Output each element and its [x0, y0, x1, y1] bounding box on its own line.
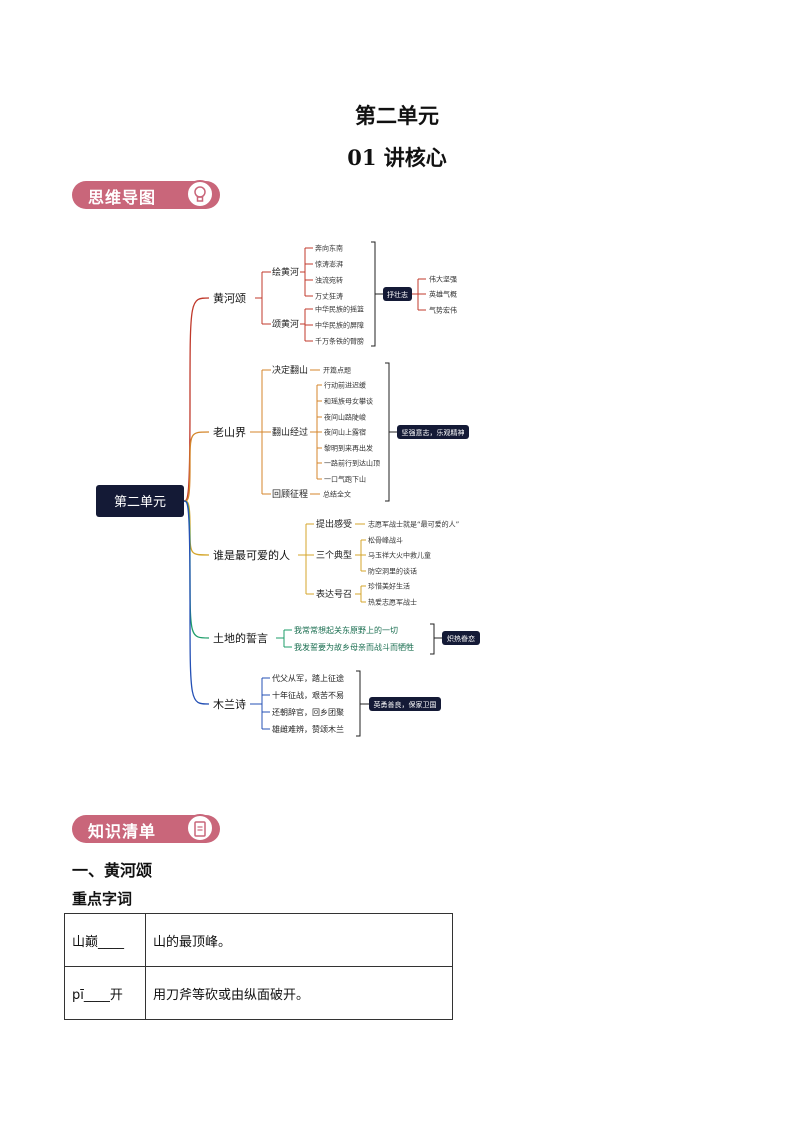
- leaf-label: 松骨峰战斗: [368, 536, 403, 545]
- root-node-box: [96, 485, 184, 517]
- theme-pill-box: [397, 425, 469, 439]
- theme-pill: 英勇善良，保家卫国: [374, 700, 437, 709]
- vocab-meaning: 山的最顶峰。: [145, 913, 453, 967]
- connector-line: [412, 279, 419, 310]
- connector-line: [300, 309, 306, 341]
- leaf-label: 十年征战，艰苦不易: [272, 690, 344, 700]
- sub-label: 颂黄河: [272, 318, 299, 330]
- sub-label: 提出感受: [316, 518, 352, 530]
- connector-line: [276, 630, 285, 647]
- leaf-label: 一口气跑下山: [324, 475, 366, 484]
- leaf-label: 还朝辞官，回乡团聚: [272, 707, 344, 717]
- connector-line: [300, 248, 306, 296]
- connector-line: [310, 385, 318, 479]
- root-node: 第二单元: [114, 495, 166, 510]
- theme-pill: 抒壮志: [387, 290, 408, 299]
- leaf-label: 浊流宛转: [315, 276, 343, 285]
- branch-label: 谁是最可爱的人: [213, 548, 290, 562]
- theme-pill: 炽热眷恋: [447, 634, 475, 643]
- leaf-label: 黎明到来再出发: [324, 444, 373, 453]
- branch-connector: [183, 431, 210, 502]
- sub-label: 表达号召: [316, 588, 352, 600]
- bracket: [371, 241, 376, 347]
- leaf-label: 防空洞里的谈话: [368, 567, 417, 576]
- leaf-label: 千万条铁的臂膀: [315, 337, 364, 346]
- leaf-label: 代父从军，踏上征途: [272, 673, 344, 683]
- branch-label: 黄河颂: [213, 291, 246, 305]
- leaf-label: 马玉祥大火中救儿童: [368, 551, 431, 560]
- leaf-label: 伟大坚强: [429, 275, 457, 284]
- connector-line: [355, 586, 362, 602]
- subsection-heading: 重点字词: [72, 890, 133, 908]
- connector-line: [250, 678, 263, 729]
- page-title: 第二单元: [355, 103, 439, 128]
- vocab-meaning: 用刀斧等砍或由纵面破开。: [145, 966, 453, 1020]
- branch-label: 老山界: [213, 426, 246, 439]
- vocab-word: pī____开: [64, 966, 146, 1020]
- leaf-label: 一路前行到达山顶: [324, 459, 380, 468]
- leaf-label: 和瑶族母女攀谈: [324, 397, 373, 406]
- leaf-label: 气势宏伟: [429, 306, 457, 315]
- vocab-table: 山巅____ 山的最顶峰。 pī____开 用刀斧等砍或由纵面破开。: [64, 913, 453, 1020]
- leaf-label: 奔向东南: [315, 244, 343, 253]
- leaf-label: 我发誓要为故乡母亲而战斗而牺牲: [294, 642, 414, 652]
- theme-pill-box: [442, 631, 480, 645]
- mindmap-banner: 思维导图: [72, 180, 220, 209]
- branch-connector: [183, 500, 210, 639]
- leaf-label: 夜间山上露宿: [324, 428, 366, 437]
- sub-label: 翻山经过: [272, 426, 308, 438]
- leaf-label: 雄雌难辨，赞颂木兰: [272, 724, 344, 734]
- sub-label: 回顾征程: [272, 489, 308, 500]
- table-row: pī____开 用刀斧等砍或由纵面破开。: [64, 966, 453, 1020]
- knowledge-banner-label: 知识清单: [88, 822, 157, 841]
- branch-connector: [183, 500, 210, 705]
- leaf-label: 万丈狂涛: [315, 292, 343, 301]
- leaf-label: 夜间山路陡峻: [324, 413, 366, 422]
- leaf-label: 我常常想起关东原野上的一切: [294, 625, 398, 635]
- lightbulb-icon: [186, 180, 214, 208]
- leaf-label: 行动前进迟缓: [324, 381, 366, 390]
- leaf-label: 珍惜美好生活: [368, 582, 410, 591]
- sub-label: 三个典型: [316, 549, 352, 561]
- theme-pill-box: [369, 697, 441, 711]
- branch-label: 土地的誓言: [213, 631, 268, 645]
- bracket: [385, 362, 390, 502]
- branch-connector: [183, 297, 210, 502]
- connector-line: [355, 540, 362, 571]
- leaf-label: 开篇点题: [323, 366, 351, 375]
- table-row: 山巅____ 山的最顶峰。: [64, 913, 453, 967]
- leaf-label: 热爱志愿军战士: [368, 598, 417, 607]
- clipboard-icon: [186, 814, 214, 842]
- theme-pill-box: [383, 287, 412, 301]
- leaf-label: 中华民族的屏障: [315, 321, 364, 330]
- leaf-label: 总结全文: [323, 490, 351, 499]
- theme-pill: 坚强意志，乐观精神: [402, 428, 465, 437]
- leaf-label: 志愿军战士就是“最可爱的人”: [368, 520, 459, 529]
- knowledge-banner: 知识清单: [72, 814, 220, 843]
- leaf-label: 英雄气概: [429, 290, 457, 299]
- leaf-label: 惊涛澎湃: [315, 260, 343, 269]
- branch-label: 木兰诗: [213, 697, 246, 711]
- mindmap-banner-label: 思维导图: [88, 188, 157, 207]
- bracket: [356, 670, 361, 737]
- section-heading: 一、黄河颂: [72, 861, 153, 880]
- page-subtitle: 01 讲核心: [347, 145, 447, 170]
- sub-label: 决定翻山: [272, 364, 308, 376]
- bracket: [430, 623, 435, 655]
- vocab-word: 山巅____: [64, 913, 146, 967]
- sub-label: 绘黄河: [272, 266, 299, 278]
- leaf-label: 中华民族的摇篮: [315, 305, 364, 314]
